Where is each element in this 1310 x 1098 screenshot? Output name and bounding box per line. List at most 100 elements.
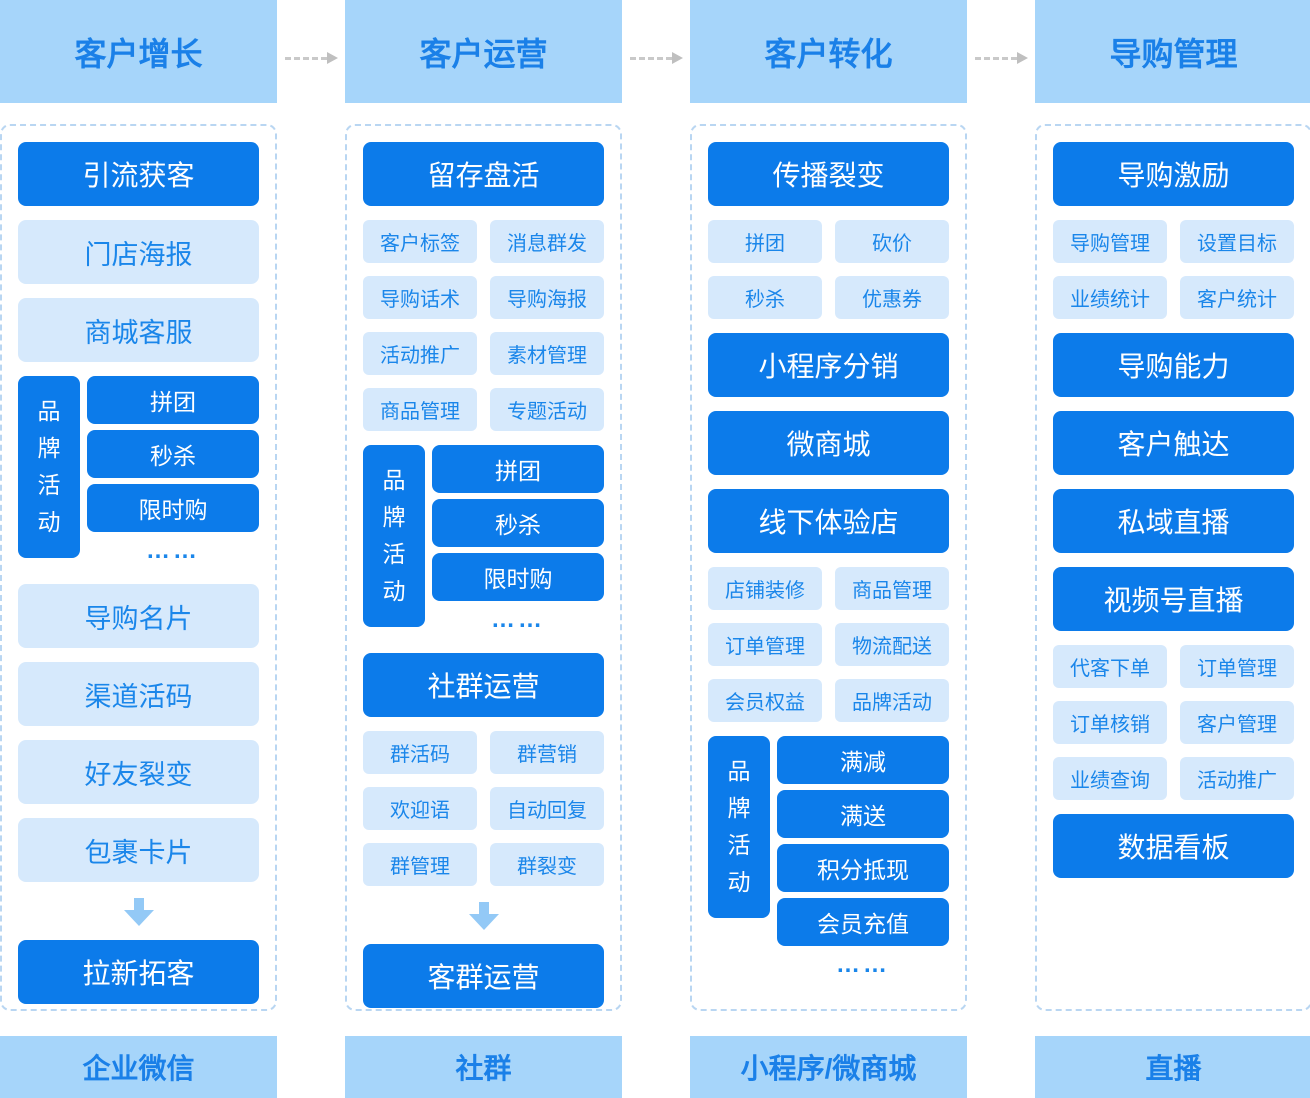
feature-grid-item: 消息群发	[490, 220, 604, 263]
flow-arrow-icon	[285, 52, 338, 64]
column-main-panel: 引流获客门店海报商城客服品牌活动拼团秒杀限时购……导购名片渠道活码好友裂变包裹卡…	[0, 124, 277, 1011]
feature-grid-item: 物流配送	[835, 623, 949, 666]
brand-activity-item: 限时购	[87, 484, 259, 532]
brand-activity-group: 品牌活动拼团秒杀限时购 ……	[363, 445, 604, 633]
feature-box-dark: 客群运营	[363, 944, 604, 1008]
column-footer: 小程序/微商城	[690, 1036, 967, 1098]
feature-box-light: 导购名片	[18, 584, 259, 648]
brand-activity-item: 拼团	[87, 376, 259, 424]
feature-grid-item: 群活码	[363, 731, 477, 774]
feature-box-light: 门店海报	[18, 220, 259, 284]
column-footer: 直播	[1035, 1036, 1310, 1098]
feature-grid-item: 群管理	[363, 843, 477, 886]
feature-grid-item: 砍价	[835, 220, 949, 263]
feature-grid-item: 群裂变	[490, 843, 604, 886]
feature-grid-item: 商品管理	[363, 388, 477, 431]
brand-activity-vertical-label: 品牌活动	[708, 736, 770, 918]
feature-box-dark: 微商城	[708, 411, 949, 475]
feature-grid-item: 会员权益	[708, 679, 822, 722]
feature-box-dark: 小程序分销	[708, 333, 949, 397]
brand-activity-item: 满减	[777, 736, 949, 784]
feature-grid-item: 秒杀	[708, 276, 822, 319]
feature-box-dark: 留存盘活	[363, 142, 604, 206]
feature-box-dark: 传播裂变	[708, 142, 949, 206]
feature-grid-item: 活动推广	[1180, 757, 1294, 800]
column-header: 客户增长	[0, 0, 277, 103]
feature-grid-item: 导购话术	[363, 276, 477, 319]
column-1: 客户增长引流获客门店海报商城客服品牌活动拼团秒杀限时购……导购名片渠道活码好友裂…	[0, 0, 277, 1098]
feature-box-dark: 拉新拓客	[18, 940, 259, 1004]
feature-grid-item: 拼团	[708, 220, 822, 263]
feature-box-dark: 导购激励	[1053, 142, 1294, 206]
feature-box-light: 渠道活码	[18, 662, 259, 726]
feature-grid-item: 自动回复	[490, 787, 604, 830]
ellipsis-dots-icon: ……	[836, 951, 890, 978]
feature-grid: 群活码群营销欢迎语自动回复群管理群裂变	[363, 731, 604, 886]
feature-grid-item: 素材管理	[490, 332, 604, 375]
column-header: 客户运营	[345, 0, 622, 103]
feature-grid-item: 代客下单	[1053, 645, 1167, 688]
column-2: 客户运营留存盘活客户标签消息群发导购话术导购海报活动推广素材管理商品管理专题活动…	[345, 0, 622, 1098]
feature-box-light: 好友裂变	[18, 740, 259, 804]
flow-arrow-icon	[630, 52, 683, 64]
brand-activity-group: 品牌活动拼团秒杀限时购 ……	[18, 376, 259, 564]
feature-box-light: 商城客服	[18, 298, 259, 362]
feature-grid-item: 设置目标	[1180, 220, 1294, 263]
flow-arrow-icon	[975, 52, 1028, 64]
brand-activity-group: 品牌活动满减满送积分抵现会员充值 ……	[708, 736, 949, 978]
down-arrow-icon	[123, 898, 154, 926]
feature-grid-item: 活动推广	[363, 332, 477, 375]
brand-activity-item: 满送	[777, 790, 949, 838]
column-header: 导购管理	[1035, 0, 1310, 103]
brand-activity-items: 拼团秒杀限时购 ……	[432, 445, 604, 633]
brand-activity-items: 满减满送积分抵现会员充值 ……	[777, 736, 949, 978]
brand-activity-vertical-label: 品牌活动	[363, 445, 425, 627]
brand-activity-item: 积分抵现	[777, 844, 949, 892]
brand-activity-item: 秒杀	[432, 499, 604, 547]
feature-grid: 拼团砍价秒杀优惠券	[708, 220, 949, 319]
column-3: 客户转化传播裂变拼团砍价秒杀优惠券小程序分销微商城线下体验店店铺装修商品管理订单…	[690, 0, 967, 1098]
ellipsis-dots-icon: ……	[146, 537, 200, 564]
feature-grid: 导购管理设置目标业绩统计客户统计	[1053, 220, 1294, 319]
feature-grid: 客户标签消息群发导购话术导购海报活动推广素材管理商品管理专题活动	[363, 220, 604, 431]
feature-box-light: 包裹卡片	[18, 818, 259, 882]
feature-grid-item: 订单管理	[1180, 645, 1294, 688]
feature-box-dark: 社群运营	[363, 653, 604, 717]
feature-grid-item: 优惠券	[835, 276, 949, 319]
feature-grid-item: 业绩统计	[1053, 276, 1167, 319]
feature-box-dark: 客户触达	[1053, 411, 1294, 475]
ellipsis-dots-icon: ……	[491, 606, 545, 633]
brand-activity-item: 拼团	[432, 445, 604, 493]
feature-grid-item: 客户标签	[363, 220, 477, 263]
brand-activity-item: 限时购	[432, 553, 604, 601]
column-header: 客户转化	[690, 0, 967, 103]
feature-grid-item: 品牌活动	[835, 679, 949, 722]
feature-box-dark: 导购能力	[1053, 333, 1294, 397]
column-main-panel: 留存盘活客户标签消息群发导购话术导购海报活动推广素材管理商品管理专题活动品牌活动…	[345, 124, 622, 1011]
feature-box-dark: 数据看板	[1053, 814, 1294, 878]
brand-activity-items: 拼团秒杀限时购 ……	[87, 376, 259, 564]
feature-grid-item: 店铺装修	[708, 567, 822, 610]
feature-grid-item: 导购管理	[1053, 220, 1167, 263]
feature-grid-item: 订单管理	[708, 623, 822, 666]
column-footer: 社群	[345, 1036, 622, 1098]
feature-grid-item: 订单核销	[1053, 701, 1167, 744]
brand-activity-item: 会员充值	[777, 898, 949, 946]
brand-activity-vertical-label: 品牌活动	[18, 376, 80, 558]
feature-box-dark: 线下体验店	[708, 489, 949, 553]
feature-grid-item: 商品管理	[835, 567, 949, 610]
column-main-panel: 传播裂变拼团砍价秒杀优惠券小程序分销微商城线下体验店店铺装修商品管理订单管理物流…	[690, 124, 967, 1011]
feature-grid-item: 导购海报	[490, 276, 604, 319]
column-4: 导购管理导购激励导购管理设置目标业绩统计客户统计导购能力客户触达私域直播视频号直…	[1035, 0, 1310, 1098]
feature-grid-item: 群营销	[490, 731, 604, 774]
feature-grid-item: 业绩查询	[1053, 757, 1167, 800]
feature-grid-item: 专题活动	[490, 388, 604, 431]
feature-box-dark: 视频号直播	[1053, 567, 1294, 631]
feature-box-dark: 私域直播	[1053, 489, 1294, 553]
feature-grid-item: 欢迎语	[363, 787, 477, 830]
brand-activity-item: 秒杀	[87, 430, 259, 478]
feature-grid: 店铺装修商品管理订单管理物流配送会员权益品牌活动	[708, 567, 949, 722]
down-arrow-icon	[468, 902, 499, 930]
feature-grid-item: 客户管理	[1180, 701, 1294, 744]
